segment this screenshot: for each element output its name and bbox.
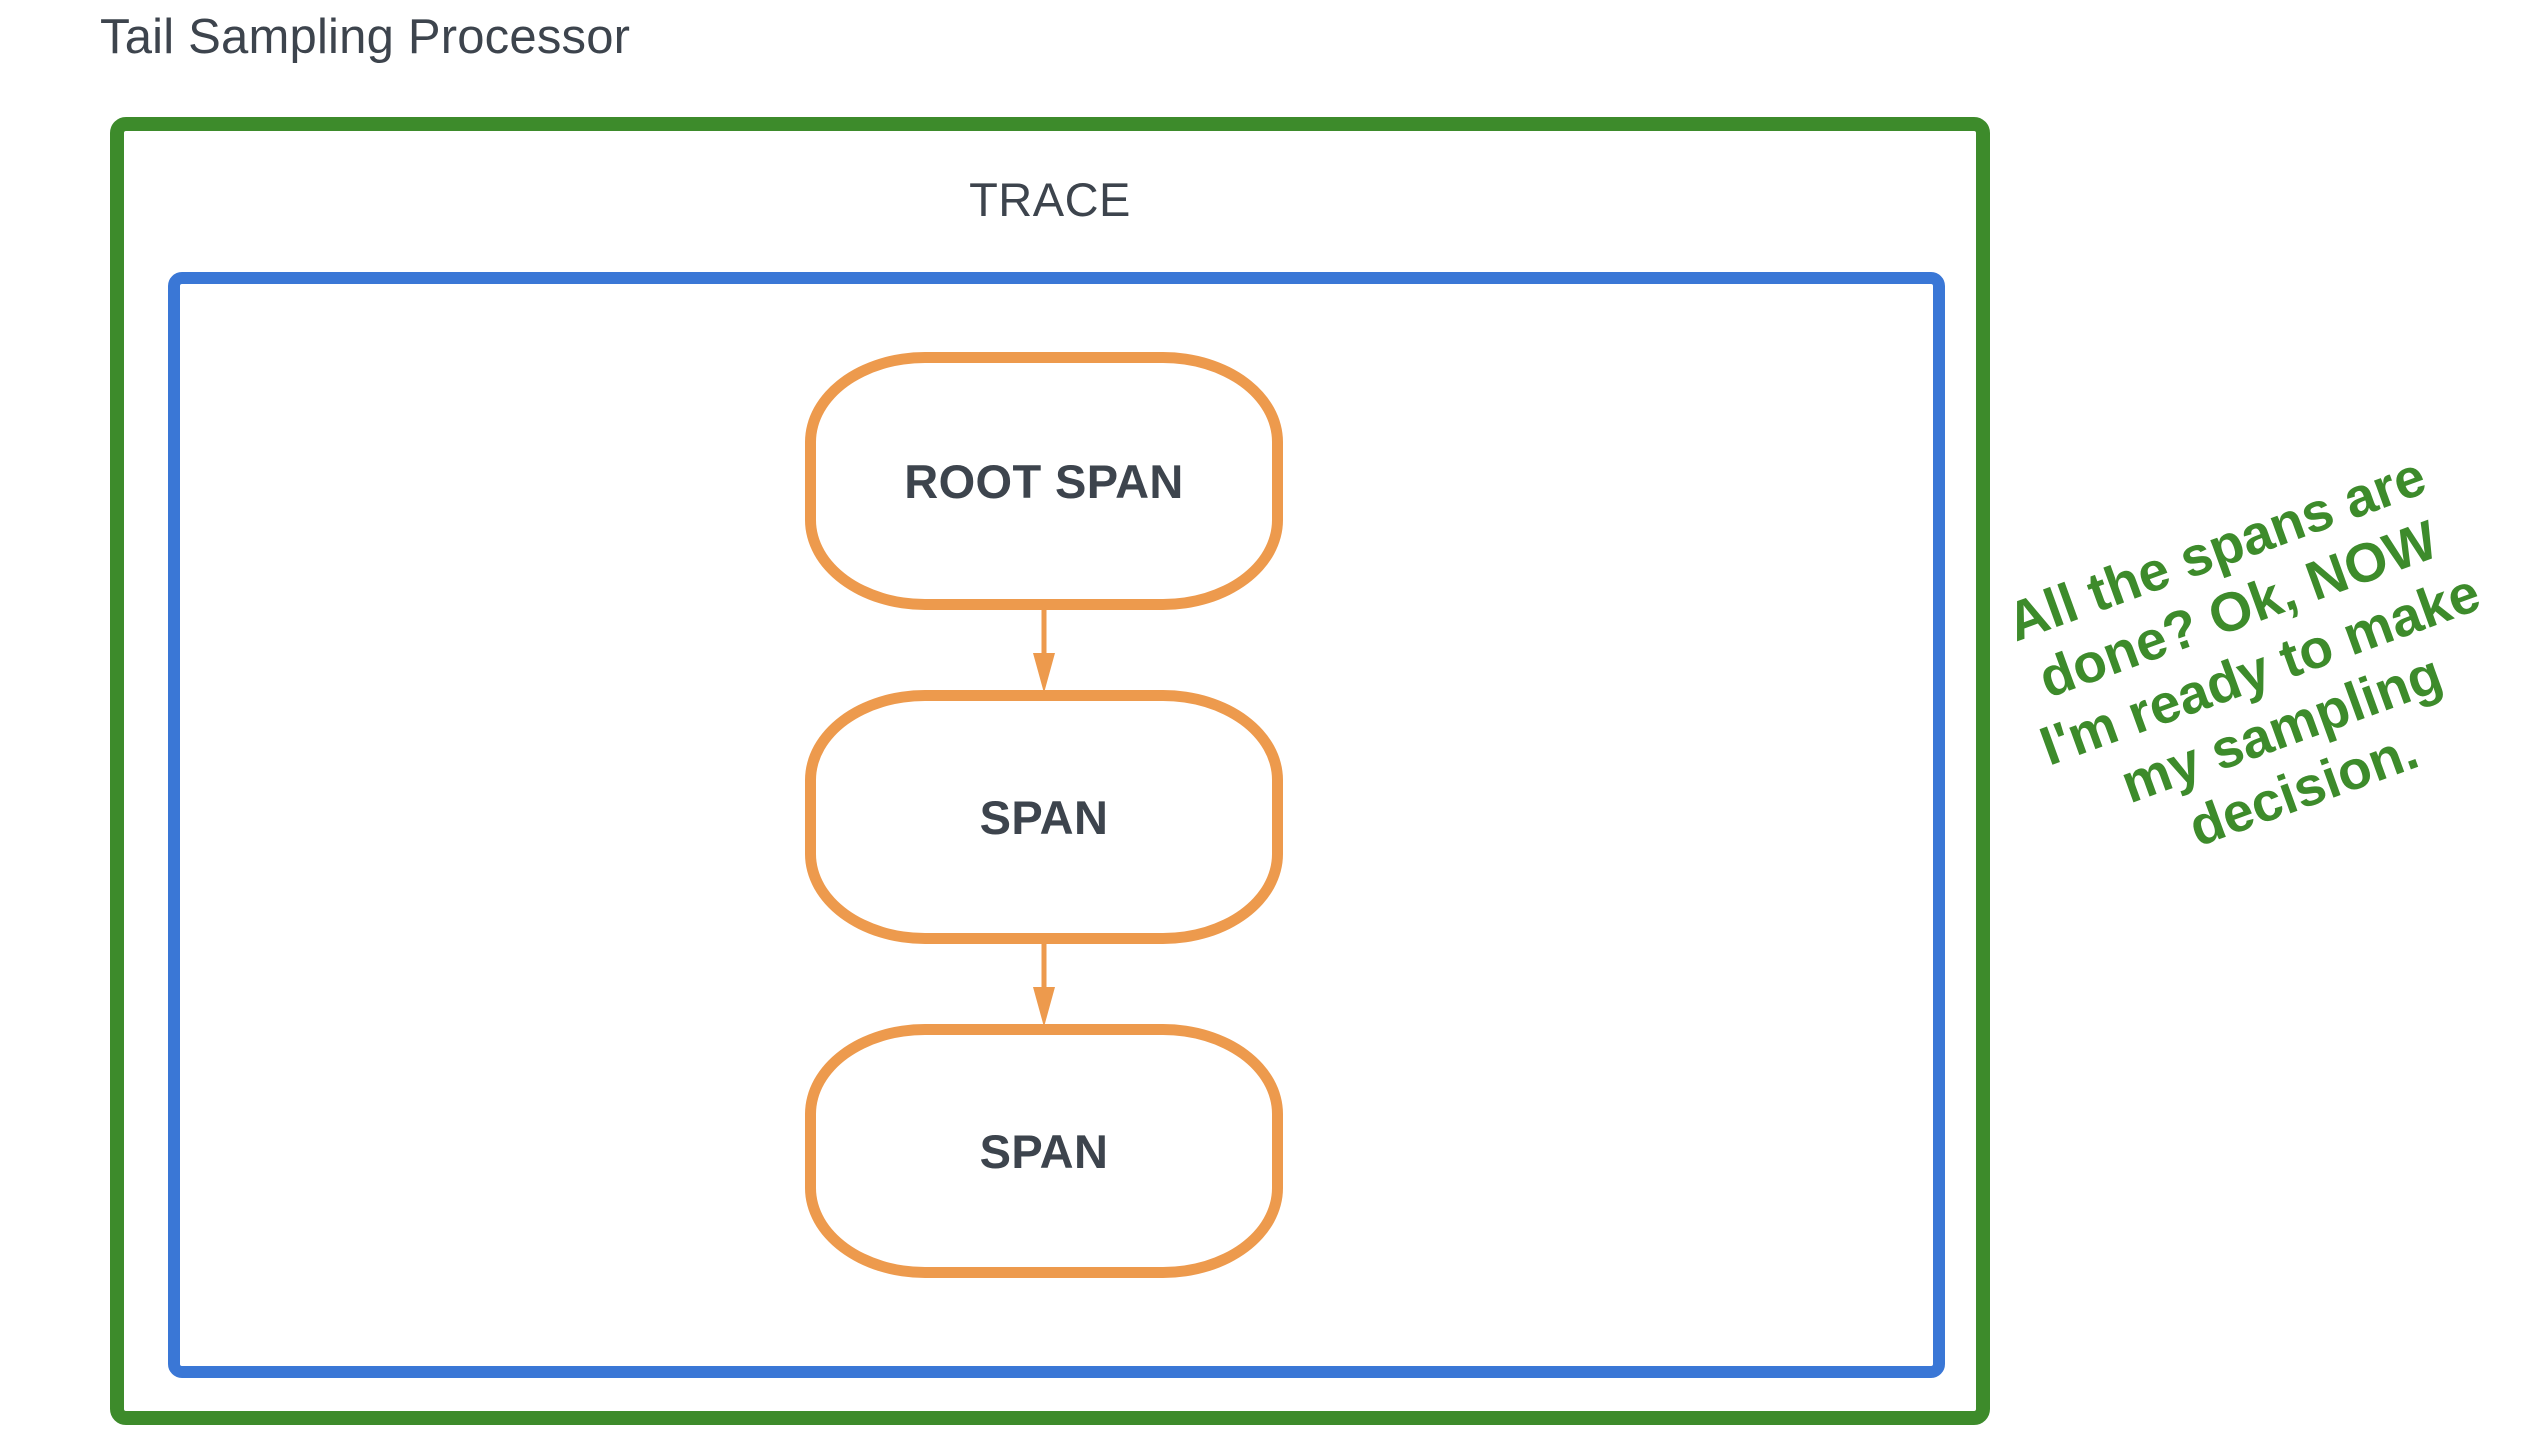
span-node-1[interactable]: SPAN	[805, 690, 1283, 944]
root-span-label: ROOT SPAN	[904, 454, 1184, 508]
span-label-2: SPAN	[979, 1124, 1109, 1178]
span-label-1: SPAN	[979, 790, 1109, 844]
connector-arrow-root-to-span	[1033, 607, 1055, 693]
trace-label: TRACE	[969, 173, 1131, 226]
root-span-node[interactable]: ROOT SPAN	[805, 352, 1283, 610]
sampling-decision-annotation: All the spans are done? Ok, NOW I'm read…	[1998, 444, 2488, 859]
span-node-2[interactable]: SPAN	[805, 1024, 1283, 1278]
connector-arrow-span-to-span	[1033, 941, 1055, 1027]
page-title: Tail Sampling Processor	[100, 10, 631, 64]
